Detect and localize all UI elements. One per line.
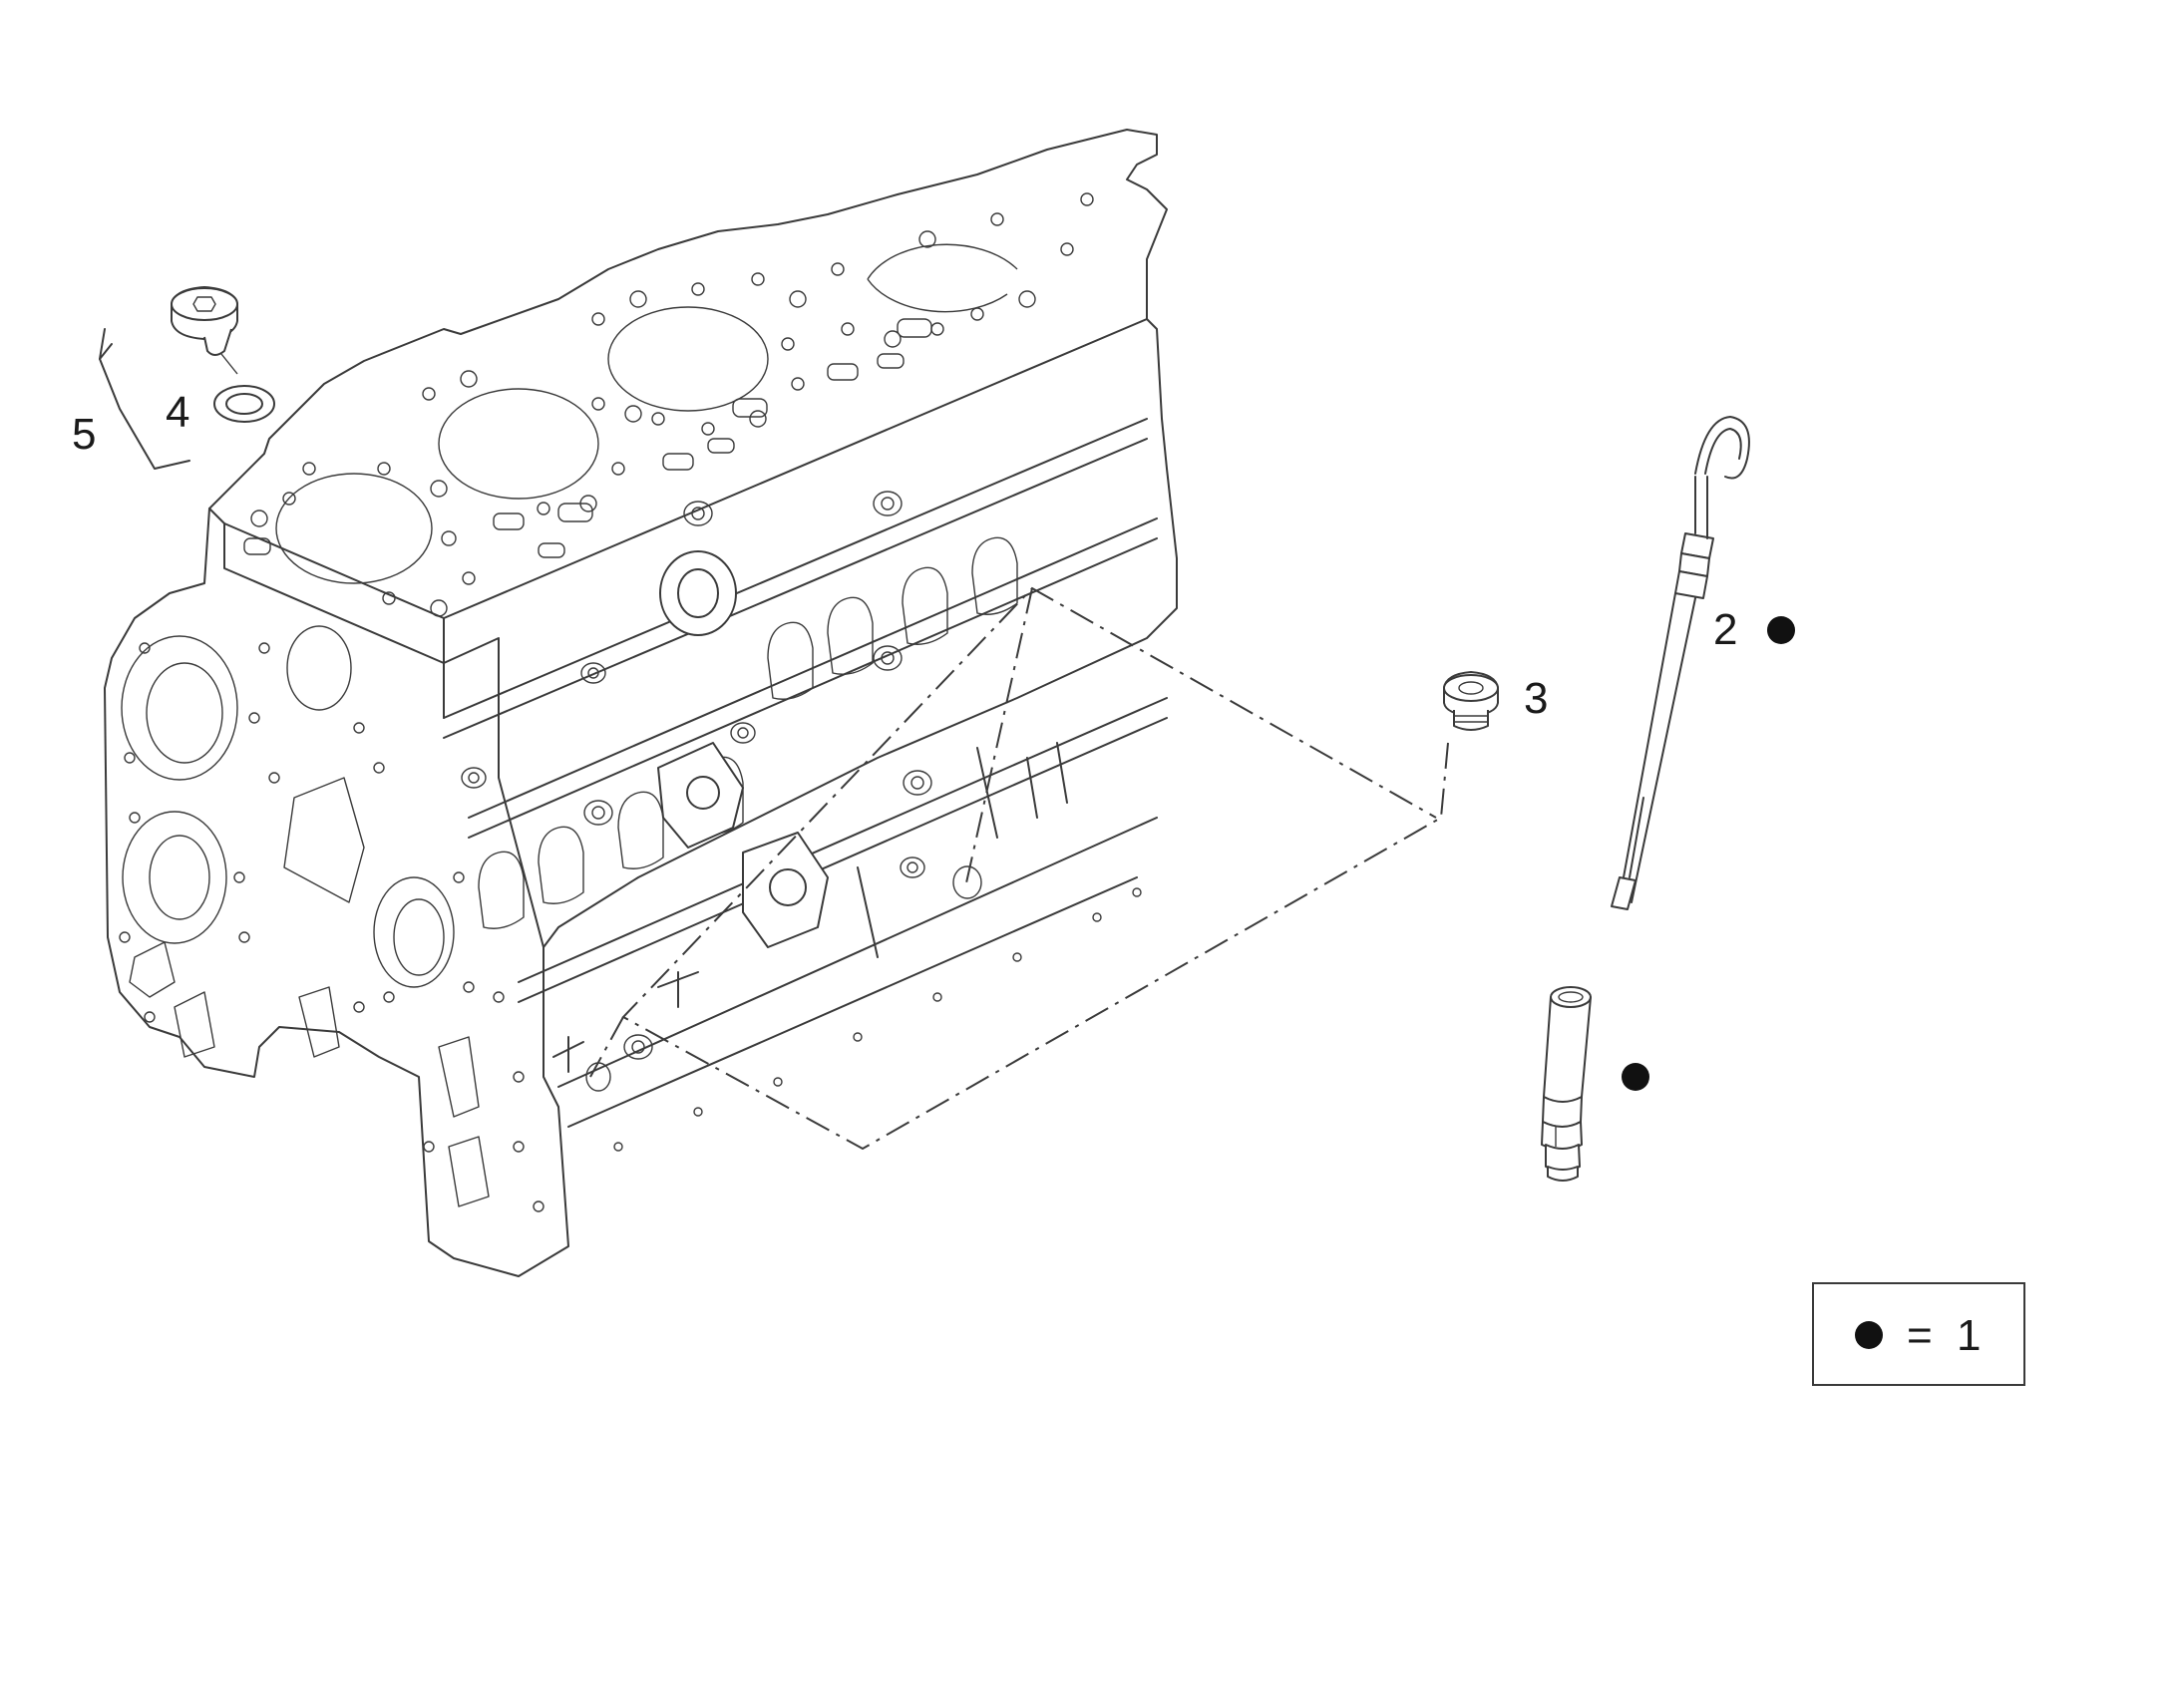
quantity-legend: = 1 (1812, 1282, 2025, 1386)
legend-equals: = (1907, 1311, 1933, 1360)
quantity-marker-dot (1767, 616, 1795, 644)
sealing-washer-part (213, 385, 275, 423)
callout-2: 2 (1713, 605, 1737, 654)
dipstick-tube-part (1541, 986, 1592, 1182)
legend-value: 1 (1957, 1311, 1981, 1360)
dipstick-part (1611, 416, 1750, 910)
kit-bracket (99, 328, 190, 470)
callout-3: 3 (1524, 674, 1548, 723)
plug-part (1443, 671, 1499, 731)
callout-5: 5 (72, 410, 96, 459)
quantity-marker-dot (1622, 1063, 1649, 1091)
engine-block (104, 129, 1178, 1277)
assembly-leader-lines (589, 586, 1449, 1151)
drain-plug-part (171, 286, 238, 375)
callout-4: 4 (166, 388, 189, 437)
legend-dot (1855, 1321, 1883, 1349)
